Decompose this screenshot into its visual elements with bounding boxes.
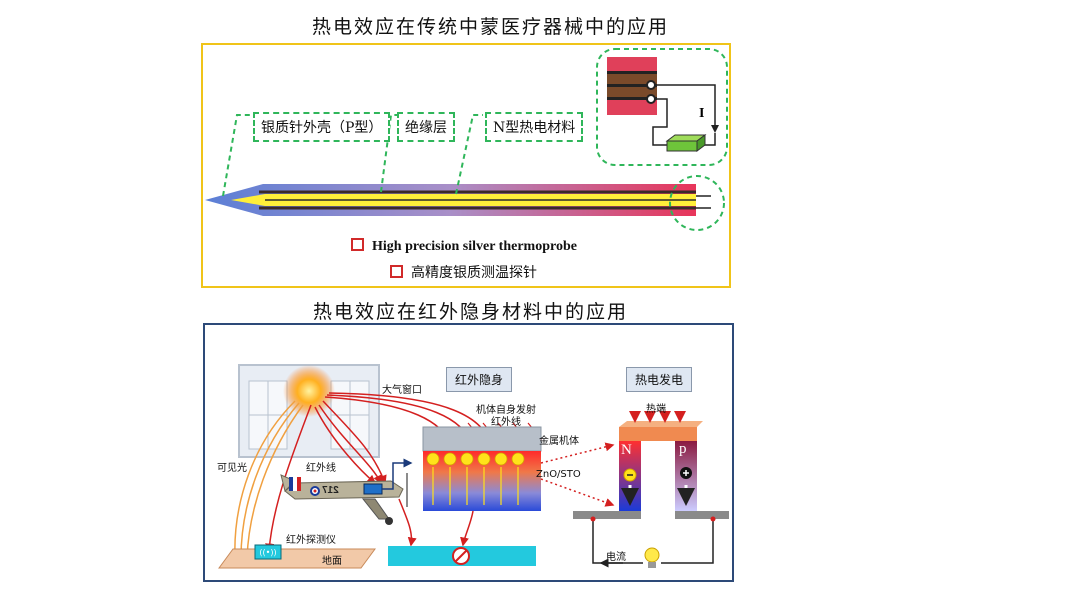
tag-infrared-stealth: 红外隐身 bbox=[446, 367, 513, 392]
current-label: I bbox=[699, 106, 705, 121]
label-hot-end: 热端 bbox=[646, 404, 666, 415]
label-atmospheric-window: 大气窗口 bbox=[382, 385, 422, 396]
legend-chinese: 高精度银质测温探针 bbox=[390, 262, 537, 282]
bottom-panel-title: 热电效应在红外隐身材料中的应用 bbox=[313, 301, 629, 323]
infrared-stealth-diagram: ((•)) bbox=[218, 364, 729, 569]
label-silver-shell: 银质针外壳（P型） bbox=[253, 112, 391, 142]
label-p-leg: p bbox=[679, 441, 687, 457]
legend-marker-cn bbox=[390, 265, 403, 278]
bottom-panel-frame bbox=[203, 323, 734, 582]
label-n-leg: N bbox=[621, 442, 632, 458]
label-visible-light: 可见光 bbox=[217, 463, 247, 474]
label-infrared: 红外线 bbox=[306, 463, 336, 474]
label-metal-body: 金属机体 bbox=[539, 436, 579, 447]
legend-cn-text: 高精度银质测温探针 bbox=[411, 265, 537, 281]
legend-english: High precision silver thermoprobe bbox=[351, 238, 577, 255]
label-self-emission: 机体自身发射 bbox=[476, 405, 536, 416]
probe-end-highlight bbox=[669, 175, 725, 231]
label-zno-sto: ZnO/STO bbox=[536, 469, 581, 480]
stealth-slab bbox=[422, 426, 542, 511]
detector-box bbox=[254, 544, 282, 560]
label-n-material: N型热电材料 bbox=[485, 112, 584, 142]
ir-module bbox=[363, 483, 383, 495]
svg-text:((•)): ((•)) bbox=[259, 548, 276, 557]
top-panel-frame bbox=[201, 43, 731, 288]
label-insulation: 绝缘层 bbox=[397, 112, 455, 142]
top-panel-title: 热电效应在传统中蒙医疗器械中的应用 bbox=[312, 16, 670, 38]
bulb-icon bbox=[644, 547, 660, 568]
label-current: 电流 bbox=[606, 552, 626, 563]
label-plane-code: 217 bbox=[322, 485, 339, 496]
legend-en-text: High precision silver thermoprobe bbox=[372, 239, 577, 254]
label-ground: 地面 bbox=[322, 556, 342, 567]
silver-probe-diagram bbox=[205, 48, 728, 231]
sun bbox=[283, 365, 335, 417]
label-self-emission-ir: 红外线 bbox=[491, 417, 521, 428]
label-ir-detector: 红外探测仪 bbox=[286, 535, 336, 546]
thermoelectric-module bbox=[573, 421, 729, 519]
legend-marker-en bbox=[351, 238, 364, 251]
airplane bbox=[280, 473, 408, 525]
tag-thermoelectric-power: 热电发电 bbox=[626, 367, 693, 392]
ground-plate bbox=[218, 548, 376, 569]
